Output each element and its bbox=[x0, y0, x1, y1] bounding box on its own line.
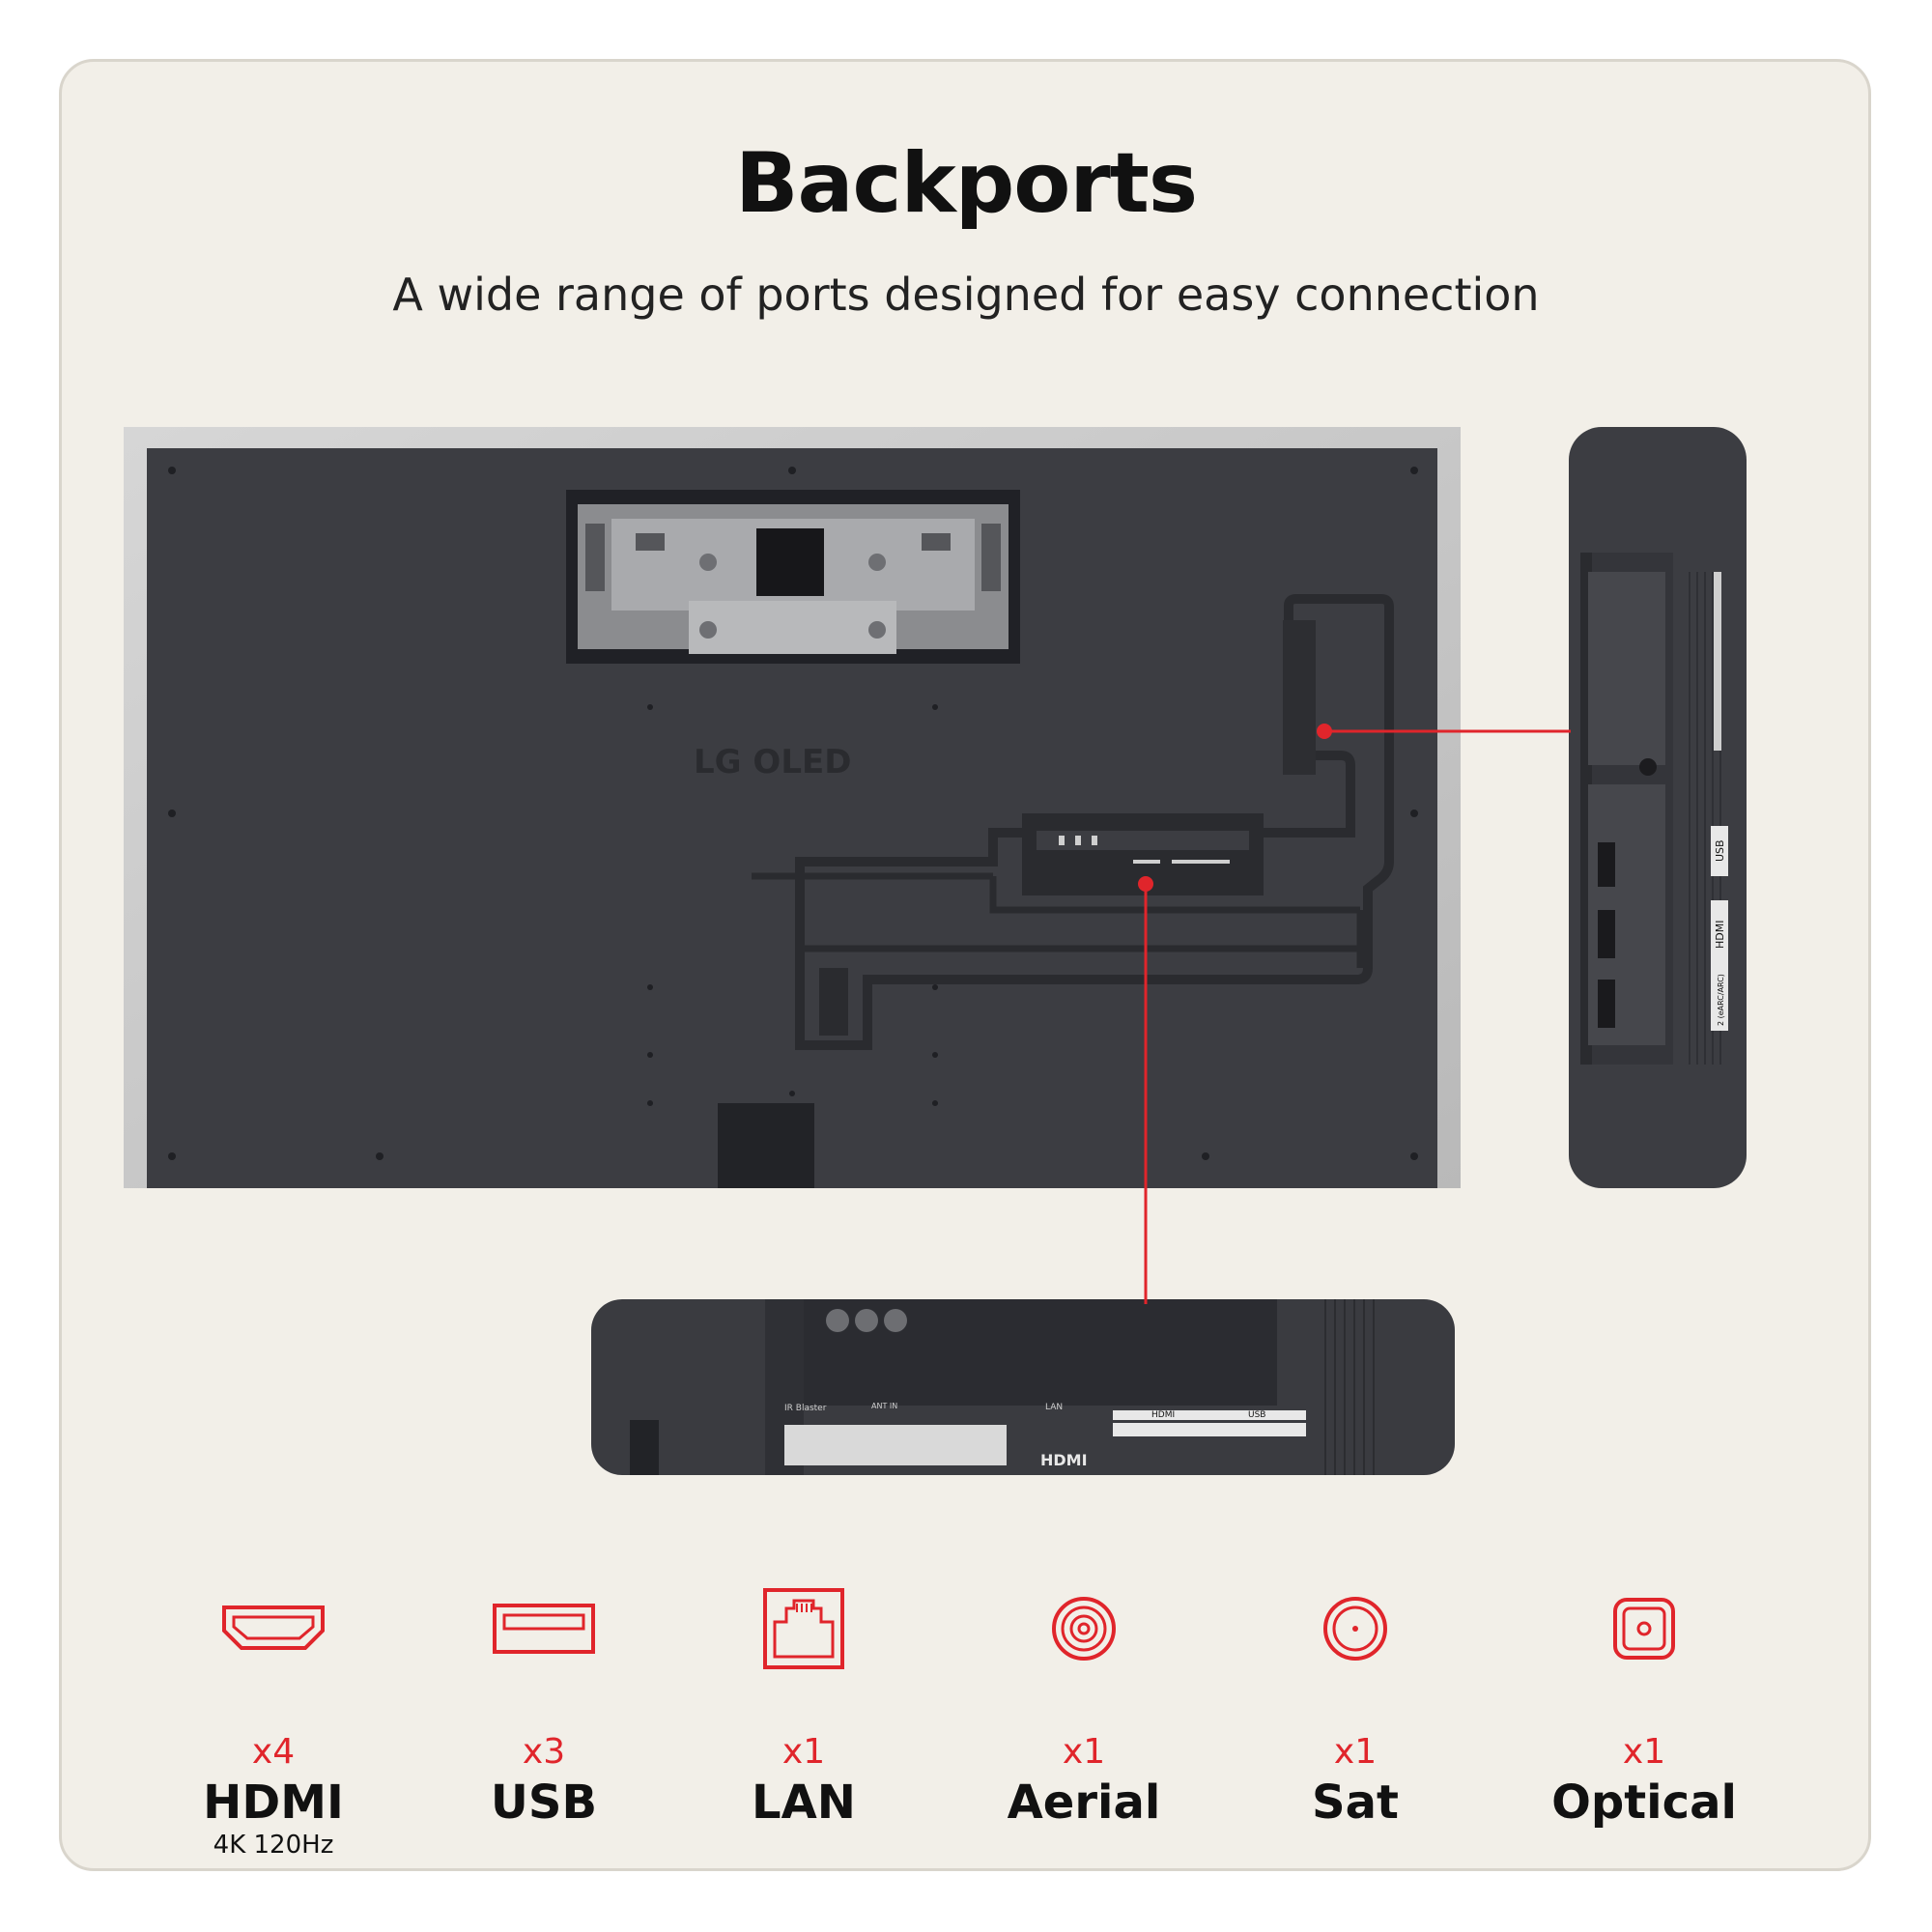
port-name: Optical bbox=[1551, 1776, 1737, 1830]
port-name: Aerial bbox=[1007, 1776, 1161, 1830]
optical-icon bbox=[1613, 1598, 1675, 1660]
port-name: USB bbox=[490, 1776, 598, 1830]
port-count: x1 bbox=[1622, 1732, 1666, 1772]
page-subtitle: A wide range of ports designed for easy … bbox=[392, 269, 1540, 321]
port-item-aerial: x1 Aerial bbox=[968, 1584, 1200, 1830]
port-name: Sat bbox=[1312, 1776, 1399, 1830]
port-item-lan: x1 LAN bbox=[688, 1584, 920, 1830]
hdmi-icon bbox=[222, 1605, 325, 1650]
bottom-ant-label: ANT IN bbox=[871, 1402, 897, 1410]
port-item-hdmi: x4 HDMI 4K 120Hz bbox=[157, 1584, 389, 1861]
port-count: x1 bbox=[1333, 1732, 1378, 1772]
page-title: Backports bbox=[734, 135, 1198, 232]
tv-logo: LG OLED bbox=[694, 743, 851, 781]
port-count: x1 bbox=[1062, 1732, 1106, 1772]
bottom-lan-label: LAN bbox=[1045, 1403, 1063, 1412]
side-hdmi-label: HDMI bbox=[1714, 921, 1726, 949]
port-name: LAN bbox=[752, 1776, 856, 1830]
aerial-icon bbox=[1052, 1597, 1116, 1661]
port-item-optical: x1 Optical bbox=[1528, 1584, 1760, 1830]
tv-back-image: LG OLED bbox=[124, 427, 1461, 1188]
port-name: HDMI bbox=[203, 1776, 344, 1830]
bottom-usb-label: USB bbox=[1248, 1410, 1265, 1420]
bottom-hdmi-label: HDMI bbox=[1151, 1410, 1175, 1420]
port-count: x4 bbox=[251, 1732, 296, 1772]
side-usb-label: USB bbox=[1714, 839, 1726, 862]
sat-icon bbox=[1323, 1597, 1387, 1661]
port-count: x3 bbox=[522, 1732, 566, 1772]
port-item-sat: x1 Sat bbox=[1239, 1584, 1471, 1830]
port-item-usb: x3 USB bbox=[428, 1584, 660, 1830]
usb-icon bbox=[493, 1604, 595, 1654]
bottom-ports-panel: IR Blaster ANT IN LAN HDMI USB HDMI bbox=[591, 1299, 1455, 1475]
side-hdmi-sub-label: 2 (eARC/ARC) bbox=[1717, 974, 1725, 1026]
lan-icon bbox=[763, 1588, 844, 1669]
port-summary-row: x4 HDMI 4K 120Hz x3 USB x1 LAN bbox=[0, 1584, 1932, 1860]
port-spec: 4K 120Hz bbox=[213, 1831, 334, 1860]
bottom-ir-label: IR Blaster bbox=[784, 1404, 827, 1413]
port-count: x1 bbox=[781, 1732, 826, 1772]
bottom-hdmi-logo: HDMI bbox=[1040, 1451, 1088, 1469]
side-ports-panel: USB HDMI 2 (eARC/ARC) bbox=[1569, 427, 1747, 1188]
